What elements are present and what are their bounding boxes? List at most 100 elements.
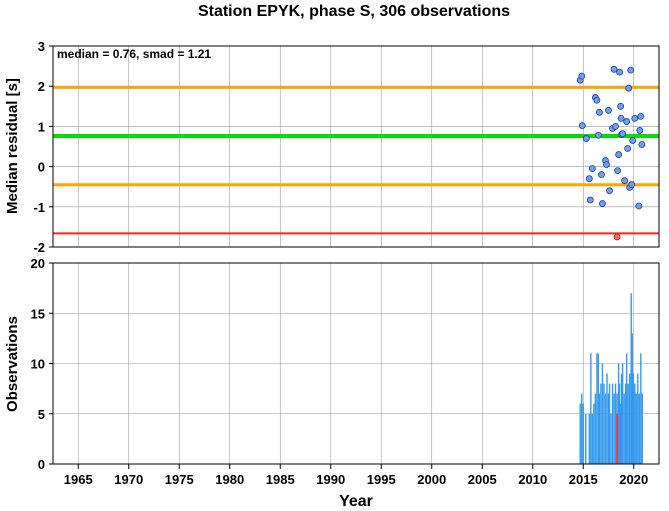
residual-point: [623, 118, 631, 125]
observations-y-label: Observations: [4, 316, 21, 412]
residual-point: [593, 96, 601, 104]
residual-point: [627, 66, 635, 74]
residual-point: [599, 200, 606, 207]
observations-grid: [53, 262, 659, 465]
residual-points: [576, 65, 646, 241]
observation-bar: [635, 393, 637, 464]
outlier-point: [613, 233, 621, 241]
x-tick-label: 1975: [165, 472, 194, 487]
y-tick-label: 10: [31, 357, 45, 372]
observation-bar: [623, 393, 625, 464]
observation-bar: [590, 353, 592, 464]
chart-title: Station EPYK, phase S, 306 observations: [198, 3, 510, 20]
observation-bar: [641, 393, 644, 464]
observation-bar: [598, 393, 601, 464]
observation-bar: [630, 293, 632, 464]
y-tick-label: 3: [38, 39, 45, 54]
residual-y-label: Median residual [s]: [4, 78, 21, 214]
observation-bar: [600, 383, 602, 464]
observation-bar: [585, 413, 587, 464]
observation-bar: [621, 363, 624, 464]
observation-bar-highlight: [616, 413, 618, 464]
observation-bar: [619, 403, 622, 464]
observation-bar: [634, 383, 636, 464]
residual-point: [605, 106, 612, 114]
residual-point: [615, 151, 622, 158]
observation-bar: [610, 413, 612, 464]
y-tick-label: 5: [38, 407, 45, 422]
observation-bar: [614, 383, 617, 464]
observation-bar: [617, 363, 620, 464]
y-tick-label: 0: [38, 457, 45, 472]
observation-bar: [611, 383, 614, 464]
residual-point: [638, 141, 646, 148]
residual-point: [610, 65, 618, 73]
observation-bar: [627, 383, 629, 464]
residual-point: [598, 171, 605, 179]
y-tick-label: 15: [31, 306, 45, 321]
observation-bar: [601, 363, 604, 464]
observation-bar: [579, 403, 581, 464]
residual-point: [631, 114, 639, 122]
residual-point: [614, 167, 621, 175]
x-tick-label: 2005: [468, 472, 497, 487]
x-tick-label: 2010: [518, 472, 547, 487]
observation-bar: [637, 373, 639, 464]
year-x-label: Year: [339, 493, 373, 510]
observation-bar: [625, 353, 628, 464]
residual-point: [596, 108, 603, 116]
observation-bar: [631, 333, 633, 464]
observation-bar: [638, 393, 641, 464]
reference-lines: [53, 85, 659, 235]
observation-bar: [606, 373, 608, 464]
observation-bar: [604, 393, 607, 464]
observation-bar: [613, 393, 615, 464]
x-tick-label: 1985: [266, 472, 295, 487]
residual-point: [636, 127, 644, 134]
y-tick-label: -1: [33, 200, 45, 215]
residual-point: [616, 68, 624, 76]
observation-bar: [608, 383, 611, 464]
observation-bar: [632, 373, 634, 464]
observation-bar: [582, 403, 584, 464]
observation-bar: [594, 393, 597, 464]
residual-point: [586, 196, 594, 204]
residual-annotation: median = 0.76, smad = 1.21: [57, 47, 211, 61]
observation-bar: [603, 383, 605, 464]
residual-point: [582, 135, 590, 142]
residual-point: [619, 130, 627, 138]
observation-bar: [593, 403, 595, 464]
x-tick-label: 1980: [215, 472, 244, 487]
residual-point: [617, 102, 625, 110]
residual-point: [578, 122, 586, 129]
x-tick-label: 1965: [64, 472, 93, 487]
residual-frame: [52, 45, 660, 248]
residual-point: [625, 84, 633, 92]
observation-bar: [618, 383, 621, 464]
residual-point: [612, 123, 619, 130]
x-tick-label: 1970: [114, 472, 143, 487]
observation-bar: [624, 383, 627, 464]
residual-point: [578, 72, 586, 80]
residual-point: [621, 177, 629, 185]
x-tick-label: 2020: [619, 472, 648, 487]
y-tick-label: -2: [33, 240, 45, 255]
observation-bar: [581, 393, 583, 464]
residual-point: [588, 165, 596, 173]
observation-bar: [607, 393, 610, 464]
observation-bars: [579, 293, 644, 464]
observation-bar: [597, 353, 600, 464]
residual-point: [635, 202, 643, 210]
y-tick-label: 0: [38, 160, 45, 175]
x-tick-label: 1995: [367, 472, 396, 487]
y-tick-label: 2: [38, 79, 45, 94]
residual-point: [585, 175, 593, 183]
x-tick-label: 1990: [316, 472, 345, 487]
observation-bar: [591, 413, 594, 464]
residual-point: [595, 131, 602, 139]
residual-point: [603, 161, 610, 168]
